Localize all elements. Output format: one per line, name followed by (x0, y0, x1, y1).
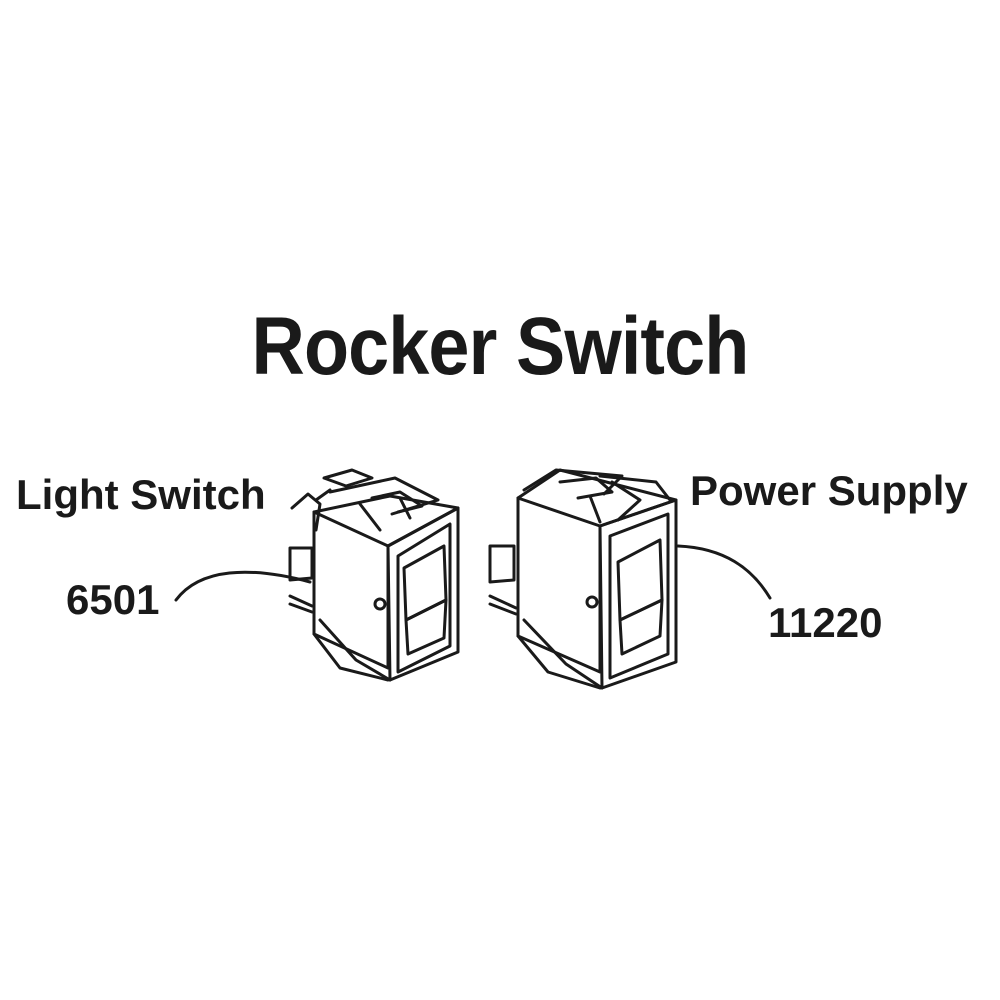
part-name-power-supply: Power Supply (690, 467, 968, 514)
power-supply-drawing (488, 468, 678, 690)
part-number-light-switch: 6501 (66, 576, 160, 623)
leader-line-power-supply (676, 544, 772, 600)
light-switch-drawing (288, 468, 460, 682)
leader-line-light-switch (174, 570, 312, 602)
part-number-power-supply: 11220 (768, 599, 883, 646)
part-name-light-switch: Light Switch (16, 471, 266, 518)
diagram-title: Rocker Switch (251, 301, 750, 392)
